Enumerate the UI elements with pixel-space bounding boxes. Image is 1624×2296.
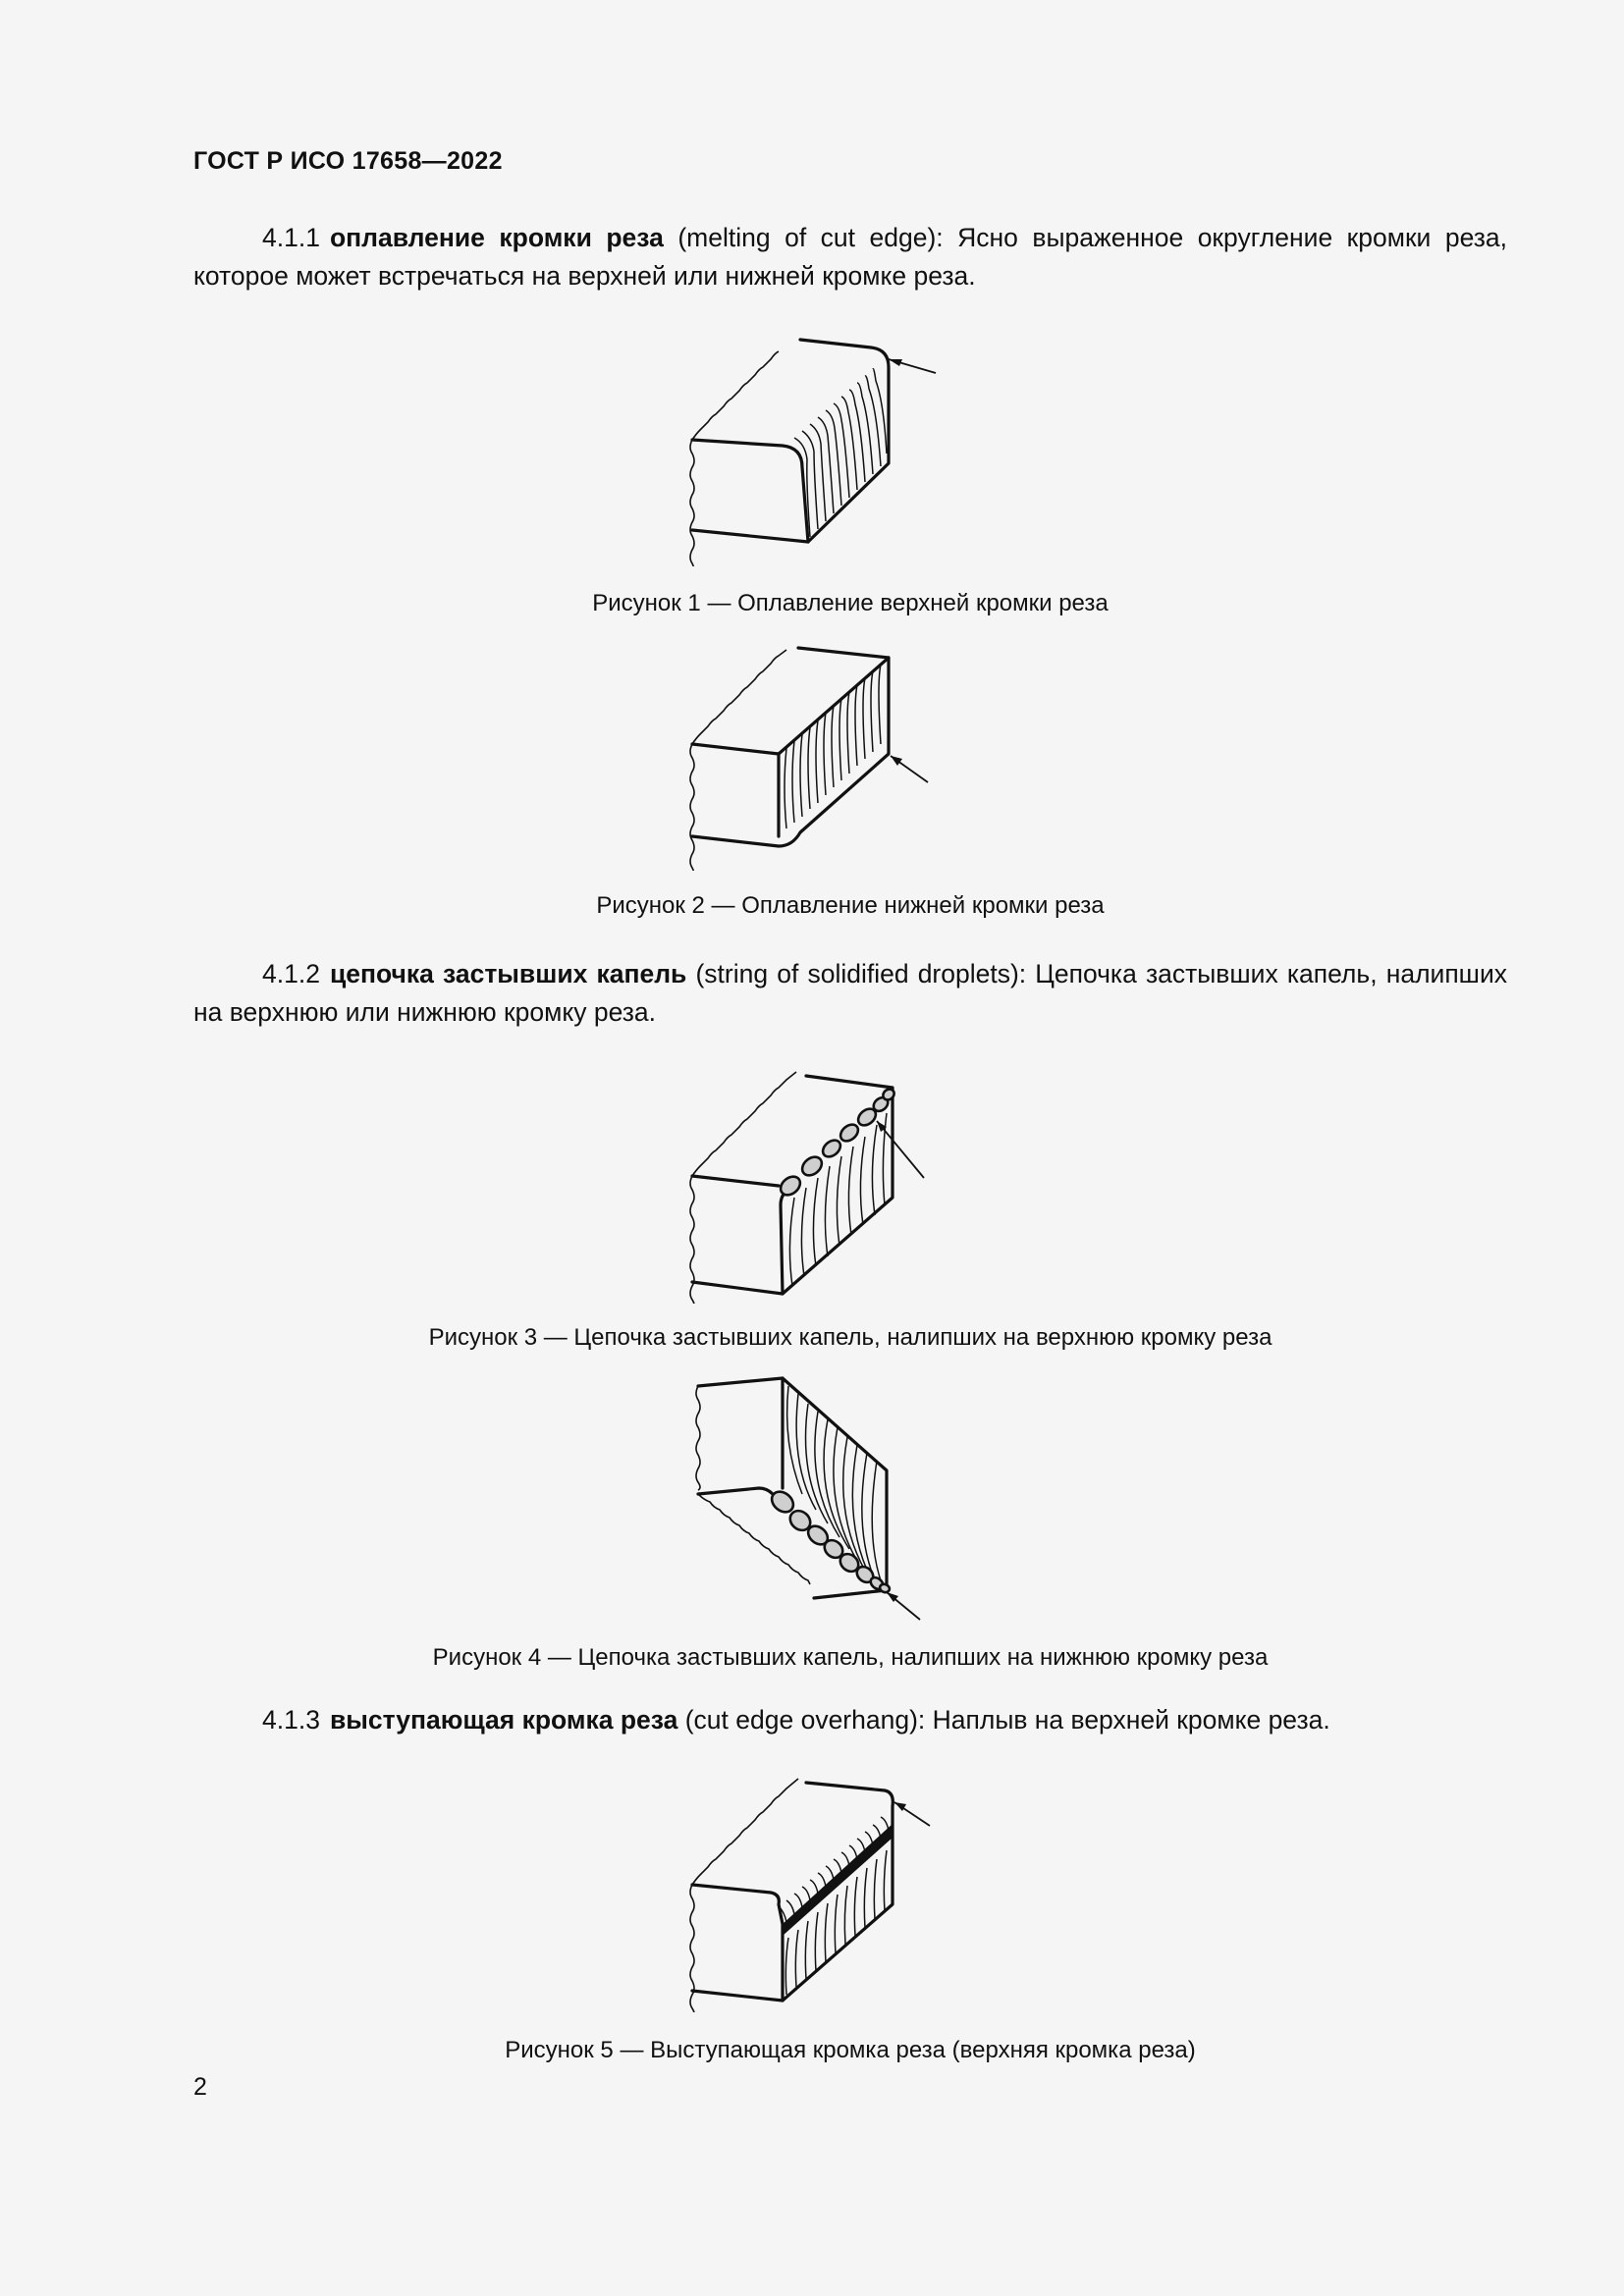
figure-4 (0, 1366, 1624, 1622)
block-rounded-bottom-edge-figure (689, 646, 929, 871)
page-number: 2 (193, 2073, 207, 2101)
clause-number: 4.1.2 (262, 959, 320, 988)
block-droplets-bottom-figure (695, 1376, 921, 1621)
figure-1 (0, 336, 1624, 566)
figure-5-caption: Рисунок 5 — Выступающая кромка реза (вер… (505, 2037, 1196, 2063)
document-header: ГОСТ Р ИСО 17658—2022 (193, 147, 503, 175)
clause-number: 4.1.3 (262, 1705, 320, 1735)
clause-number: 4.1.1 (262, 223, 320, 252)
figure-5 (0, 1777, 1624, 2012)
clause-text: (cut edge overhang): Наплыв на верхней к… (677, 1705, 1330, 1735)
figure-3-caption: Рисунок 3 — Цепочка застывших капель, на… (428, 1324, 1272, 1351)
figure-2 (0, 640, 1624, 871)
block-droplets-top-figure (689, 1071, 925, 1304)
clause-term: выступающая кромка реза (329, 1705, 678, 1735)
block-overhang-figure (689, 1778, 931, 2012)
clause-4-1-2: 4.1.2 цепочка застывших капель (string of… (193, 955, 1507, 1032)
clause-text: (melting of cut edge): Ясно выраженное о… (193, 223, 1507, 291)
clause-term: оплавление кромки реза (329, 223, 664, 252)
block-rounded-top-edge-figure (689, 338, 937, 566)
figure-2-caption: Рисунок 2 — Оплавление нижней кромки рез… (596, 892, 1105, 919)
clause-term: цепочка застывших капель (329, 959, 687, 988)
clause-4-1-3: 4.1.3 выступающая кромка реза (cut edge o… (193, 1701, 1507, 1739)
figure-1-caption: Рисунок 1 — Оплавление верхней кромки ре… (592, 590, 1109, 616)
figure-4-caption: Рисунок 4 — Цепочка застывших капель, на… (432, 1644, 1269, 1671)
clause-4-1-1: 4.1.1 оплавление кромки реза (melting of … (193, 219, 1507, 295)
clause-text: (string of solidified droplets): Цепочка… (193, 959, 1507, 1027)
figure-3 (0, 1068, 1624, 1304)
